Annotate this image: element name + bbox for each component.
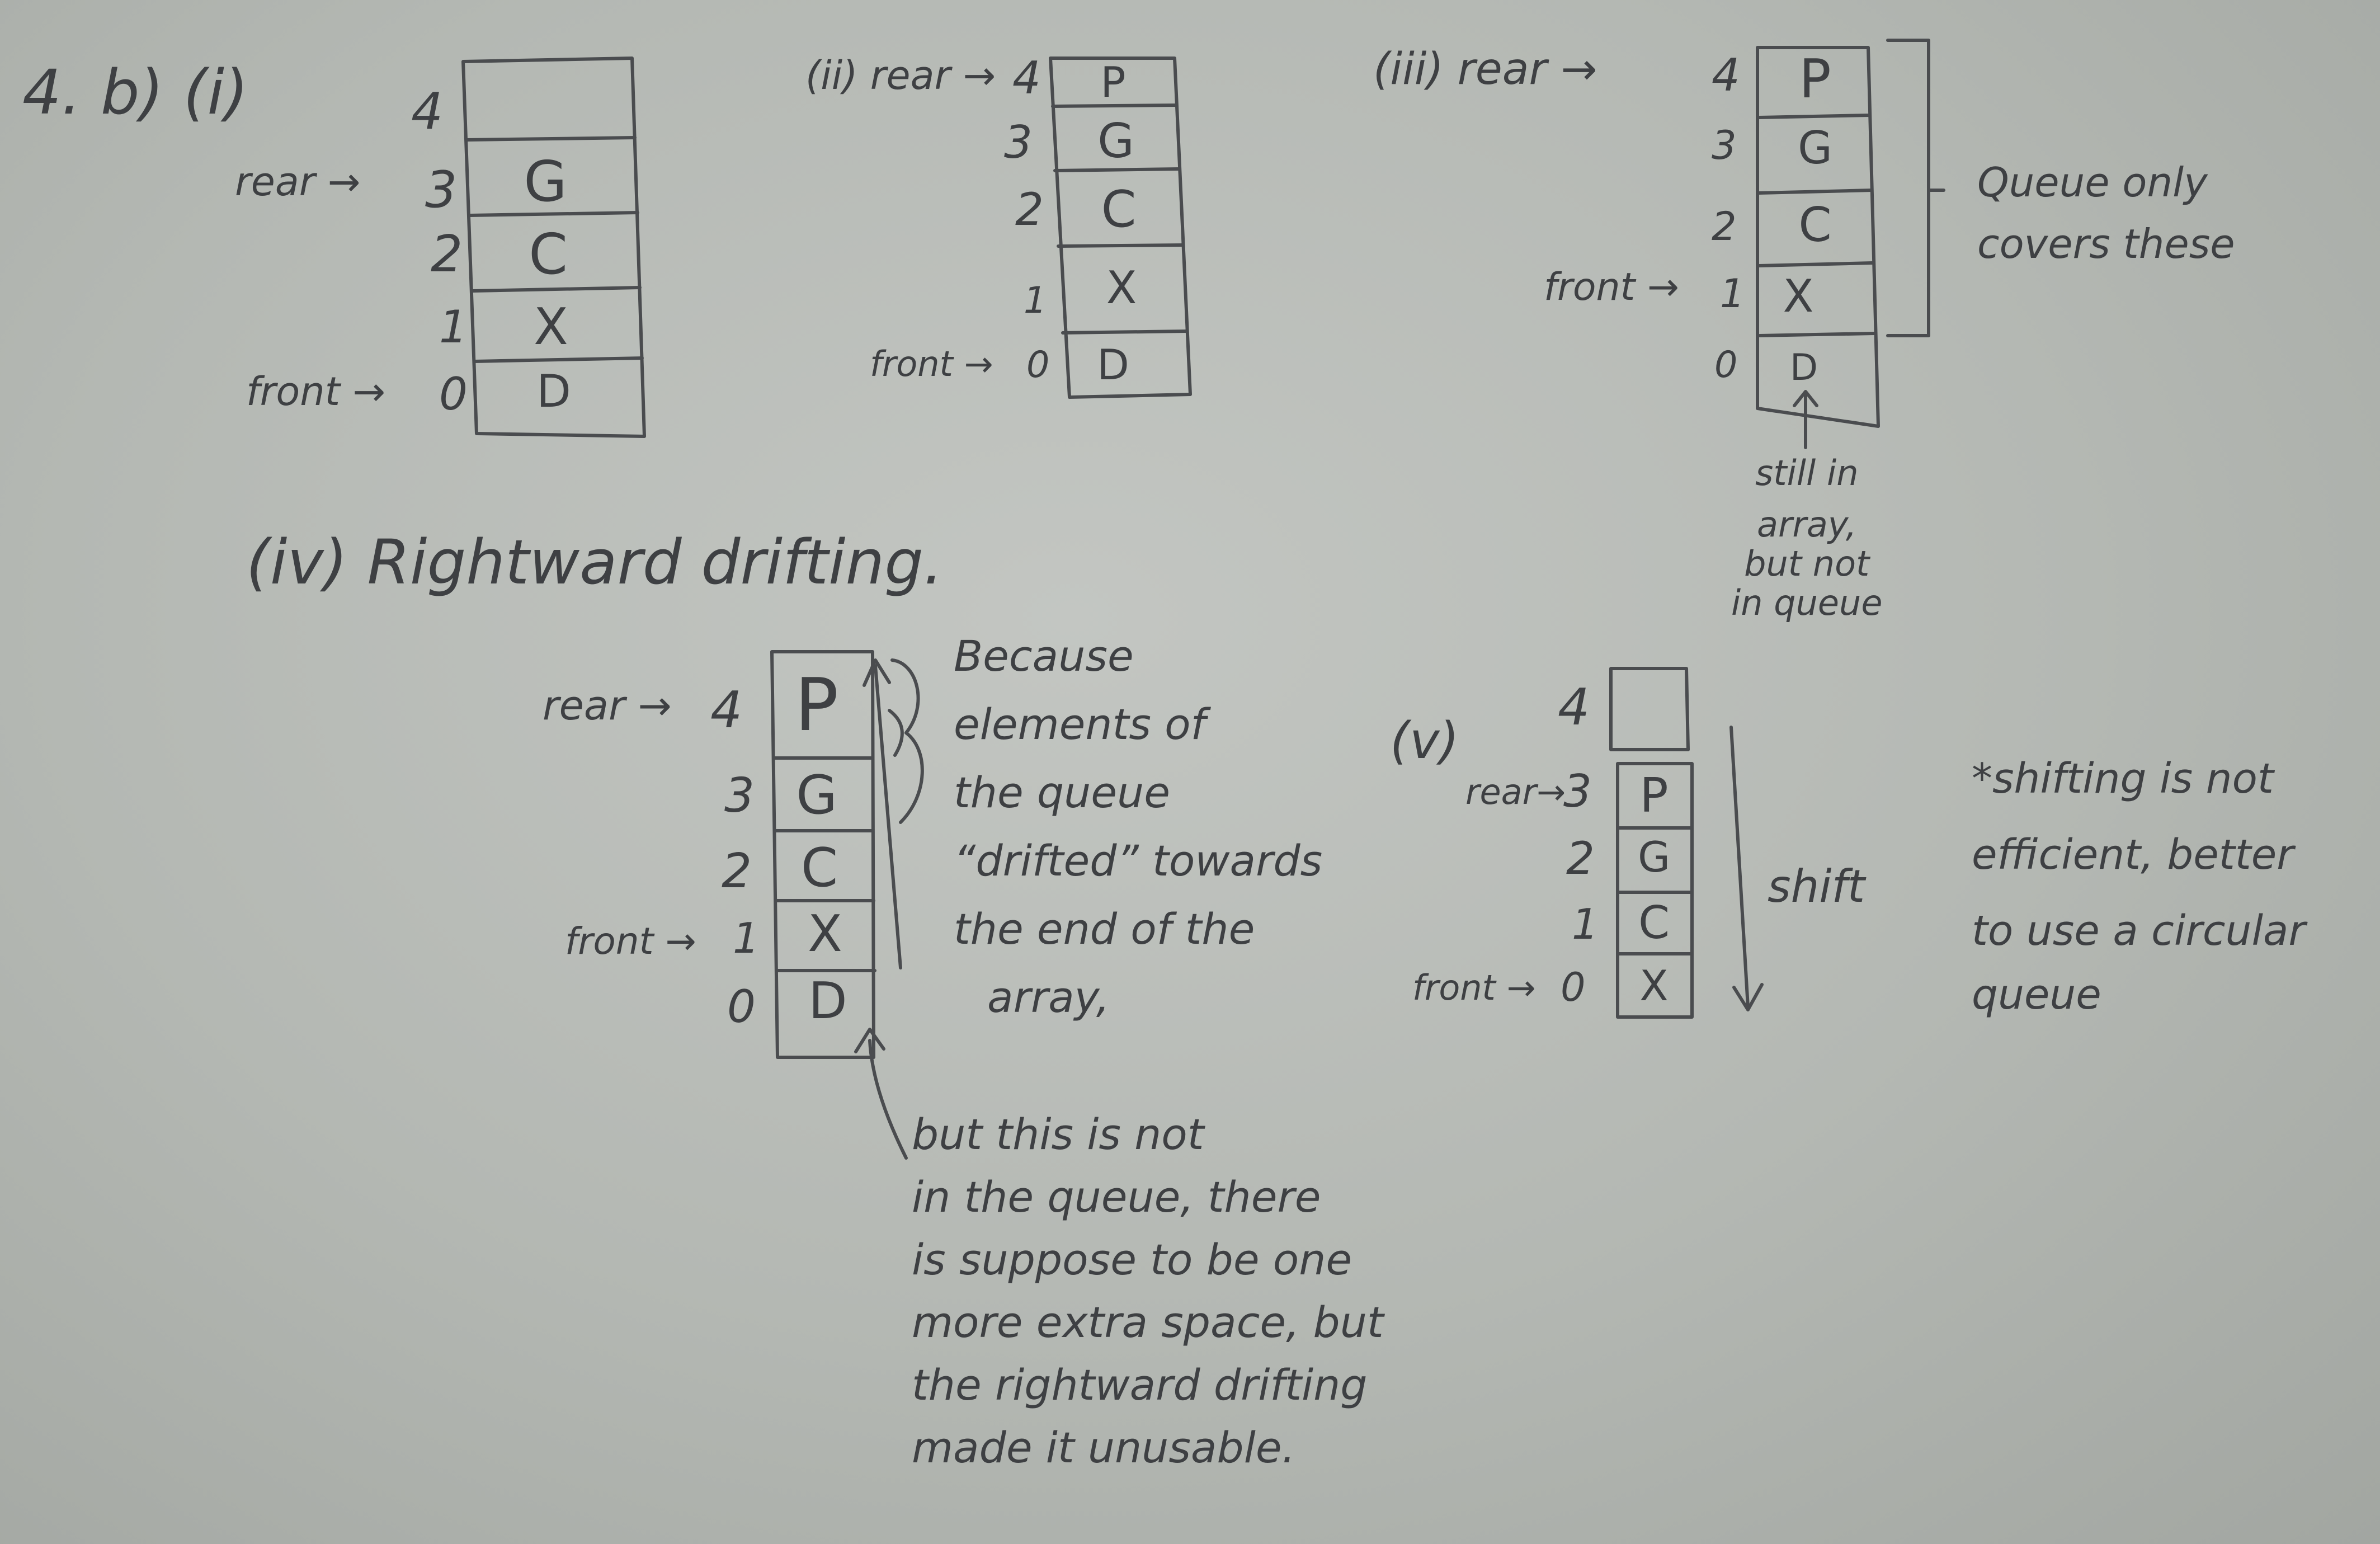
cell-0: D bbox=[808, 972, 847, 1030]
array-box-iv bbox=[770, 650, 924, 1160]
queue-bracket bbox=[1886, 39, 1930, 337]
cell-1: X bbox=[1783, 270, 1814, 322]
cell-1: X bbox=[1106, 262, 1137, 314]
rear-pointer: rear → bbox=[235, 159, 361, 205]
cell-2: C bbox=[1798, 197, 1832, 253]
index-2: 2 bbox=[431, 225, 463, 284]
index-1: 1 bbox=[1720, 271, 1745, 317]
question-label: 4. b) (i) bbox=[22, 57, 249, 128]
front-pointer: front → bbox=[246, 369, 385, 415]
still-in-array-arrow bbox=[1793, 390, 1818, 449]
cell-3: G bbox=[524, 149, 567, 214]
index-1: 1 bbox=[733, 914, 760, 963]
cell-0: D bbox=[1789, 347, 1818, 389]
circular-queue-note: *shifting is not efficient, better to us… bbox=[1972, 755, 2306, 1019]
shift-arrow bbox=[1729, 726, 1764, 1011]
cell-1: X bbox=[808, 905, 842, 963]
index-2: 2 bbox=[1015, 183, 1044, 236]
cell-4: P bbox=[794, 662, 839, 747]
shift-label: shift bbox=[1768, 860, 1865, 912]
index-1: 1 bbox=[439, 301, 468, 353]
part-label: (iii) rear → bbox=[1373, 44, 1597, 95]
still-in-array-note: still in array, but not in queue bbox=[1731, 453, 1883, 623]
index-0: 0 bbox=[439, 368, 468, 420]
front-pointer: front → bbox=[565, 920, 696, 963]
cell-2: C bbox=[529, 222, 568, 287]
index-1: 1 bbox=[1024, 280, 1047, 322]
rear-pointer: rear → bbox=[543, 682, 672, 729]
cell-3: G bbox=[1097, 114, 1134, 169]
cell-0: D bbox=[536, 365, 571, 417]
cell-3: G bbox=[796, 765, 837, 826]
array-box-v bbox=[1609, 667, 1764, 1019]
index-4: 4 bbox=[1712, 49, 1740, 101]
index-0: 0 bbox=[727, 981, 756, 1033]
index-2: 2 bbox=[722, 844, 752, 899]
cell-3: P bbox=[1639, 768, 1669, 823]
index-4: 4 bbox=[710, 681, 743, 740]
index-3: 3 bbox=[425, 161, 458, 219]
cell-4: P bbox=[1100, 58, 1126, 107]
cell-1: C bbox=[1638, 897, 1670, 949]
index-4: 4 bbox=[1558, 678, 1590, 737]
index-2: 2 bbox=[1566, 832, 1595, 884]
drift-arrow-up bbox=[863, 658, 902, 969]
array-box-iii bbox=[1756, 39, 1945, 449]
index-0: 0 bbox=[1714, 344, 1738, 386]
index-0: 0 bbox=[1561, 964, 1586, 1010]
array-box-ii bbox=[1049, 57, 1192, 399]
index-3: 3 bbox=[724, 768, 755, 823]
index-1: 1 bbox=[1572, 900, 1599, 949]
unusable-space-note: but this is not in the queue, there is s… bbox=[912, 1109, 1384, 1472]
part-label: (v) bbox=[1390, 712, 1459, 770]
index-0: 0 bbox=[1026, 344, 1050, 386]
front-pointer: front → bbox=[1544, 265, 1679, 309]
cell-2: G bbox=[1637, 832, 1671, 882]
cell-4: P bbox=[1799, 49, 1831, 110]
queue-only-note: Queue only covers these bbox=[1977, 159, 2235, 267]
cell-3: G bbox=[1798, 122, 1832, 174]
cell-1: X bbox=[534, 298, 568, 356]
index-3: 3 bbox=[1563, 765, 1592, 817]
drifting-explanation-note: Because elements of the queue “drifted” … bbox=[954, 631, 1323, 1022]
index-3: 3 bbox=[1712, 123, 1737, 168]
array-box-i bbox=[461, 57, 646, 438]
drift-brace bbox=[890, 658, 924, 824]
cell-0: D bbox=[1097, 340, 1129, 389]
index-2: 2 bbox=[1712, 204, 1737, 250]
index-3: 3 bbox=[1004, 116, 1033, 168]
part-label: (ii) rear → bbox=[805, 53, 996, 98]
cell-2: C bbox=[1101, 180, 1137, 239]
part-label: (iv) Rightward drifting. bbox=[246, 526, 944, 598]
unusable-space-arrow bbox=[854, 1028, 908, 1160]
front-pointer: front → bbox=[870, 343, 993, 384]
cell-0: X bbox=[1639, 961, 1669, 1010]
front-pointer: front → bbox=[1412, 967, 1536, 1008]
rear-pointer: rear→ bbox=[1465, 771, 1566, 812]
index-4: 4 bbox=[1012, 52, 1041, 104]
cell-2: C bbox=[800, 837, 838, 899]
index-4: 4 bbox=[411, 82, 444, 141]
